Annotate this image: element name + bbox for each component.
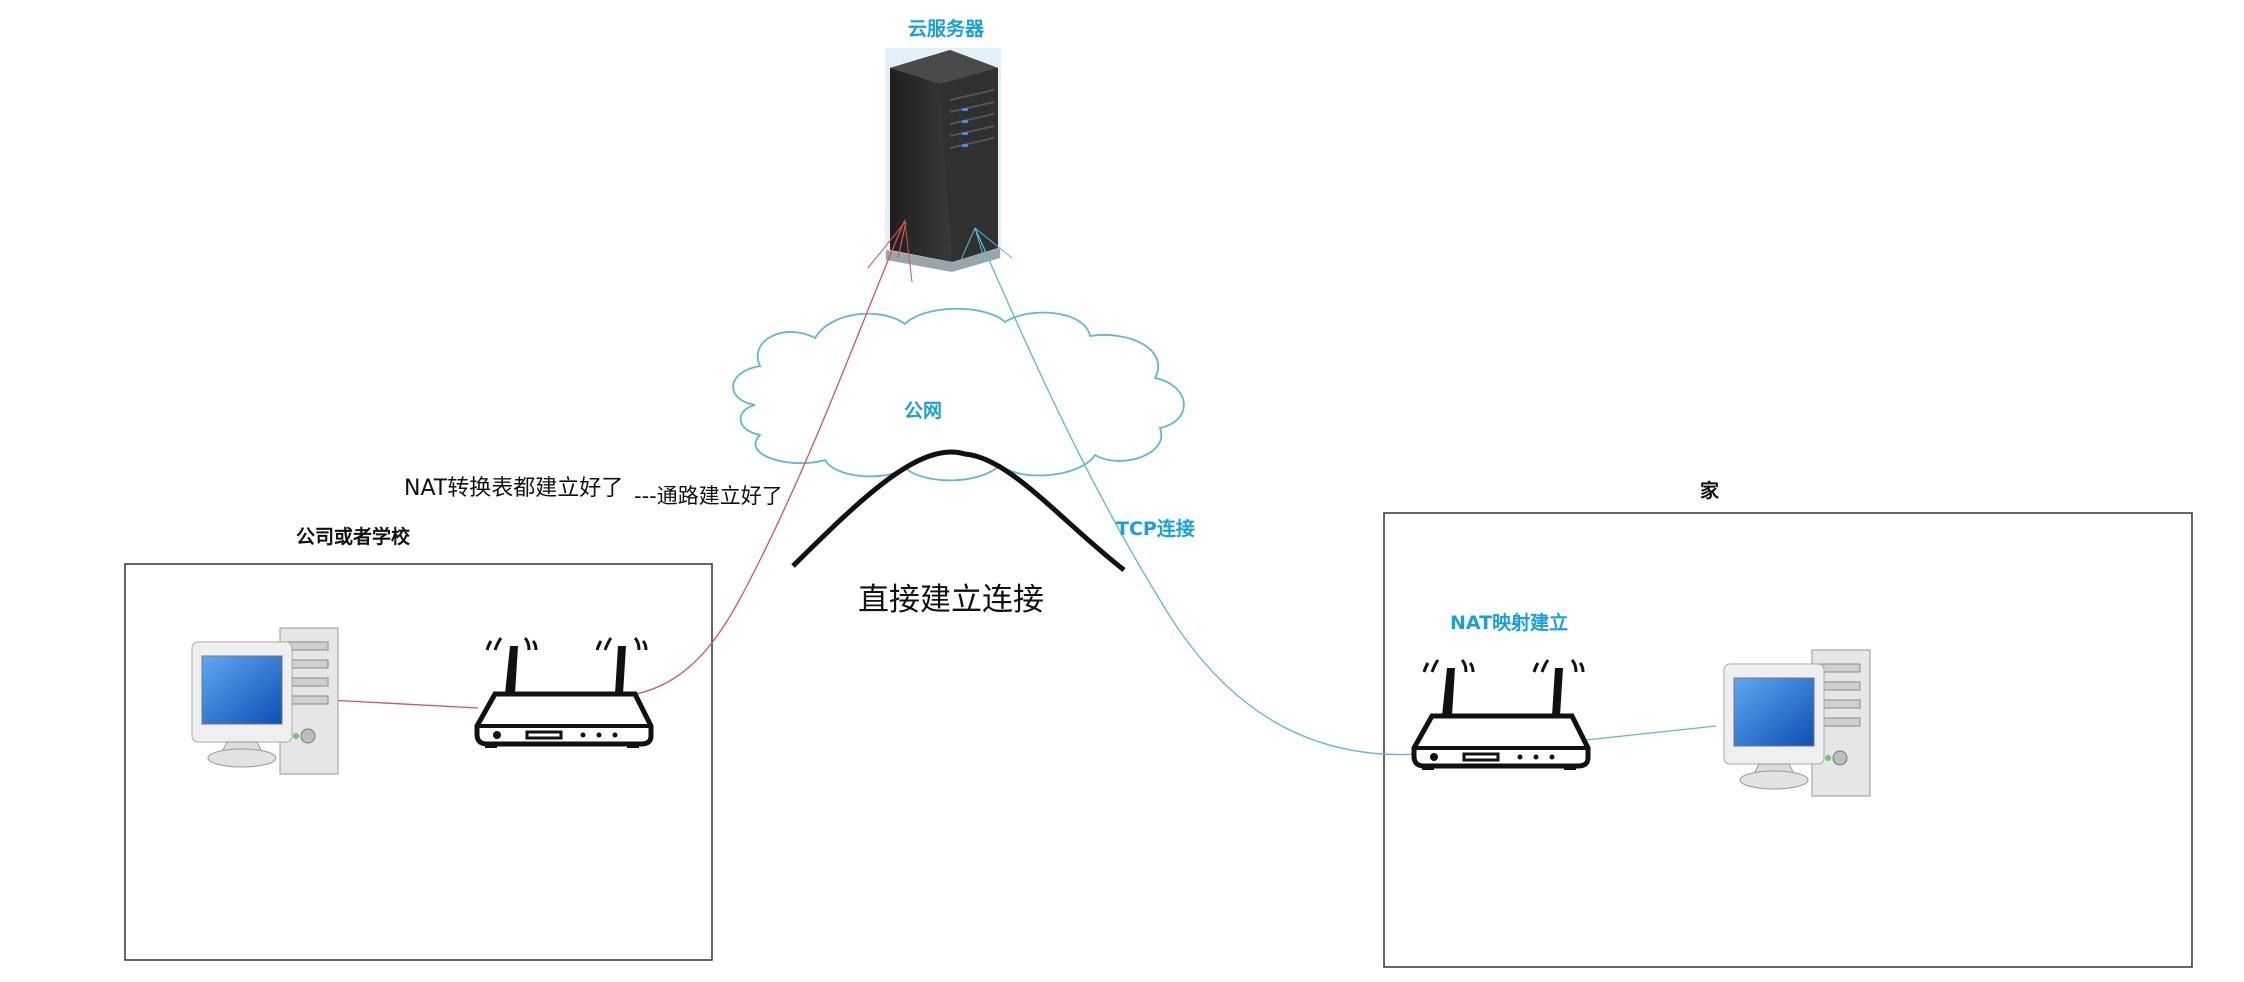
- tcp-label: TCP连接: [1116, 518, 1195, 540]
- company-to-server-line: [635, 219, 906, 695]
- home-box: [1383, 512, 2193, 968]
- nat-tables-label: NAT转换表都建立好了: [404, 476, 624, 501]
- public-net-label: 公网: [904, 400, 943, 422]
- computer-icon: [1723, 649, 1871, 797]
- computer-icon: [191, 627, 339, 775]
- router-to-pc-line-left: [327, 699, 479, 709]
- company-label: 公司或者学校: [296, 526, 411, 548]
- company-to-server-line-2: [897, 221, 907, 259]
- path-ready-label: ---通路建立好了: [634, 484, 783, 508]
- nat-map-label: NAT映射建立: [1450, 612, 1569, 634]
- router-icon: [1414, 660, 1588, 770]
- home-label: 家: [1700, 480, 1720, 502]
- router-to-pc-line-right: [1585, 725, 1717, 741]
- home-to-server-line: [974, 227, 1421, 756]
- router-icon: [477, 638, 651, 748]
- company-box: [124, 563, 713, 961]
- direct-connection-label: 直接建立连接: [858, 582, 1044, 618]
- direct-connection-arc: [791, 449, 1126, 572]
- cloud-server-label: 云服务器: [908, 18, 985, 40]
